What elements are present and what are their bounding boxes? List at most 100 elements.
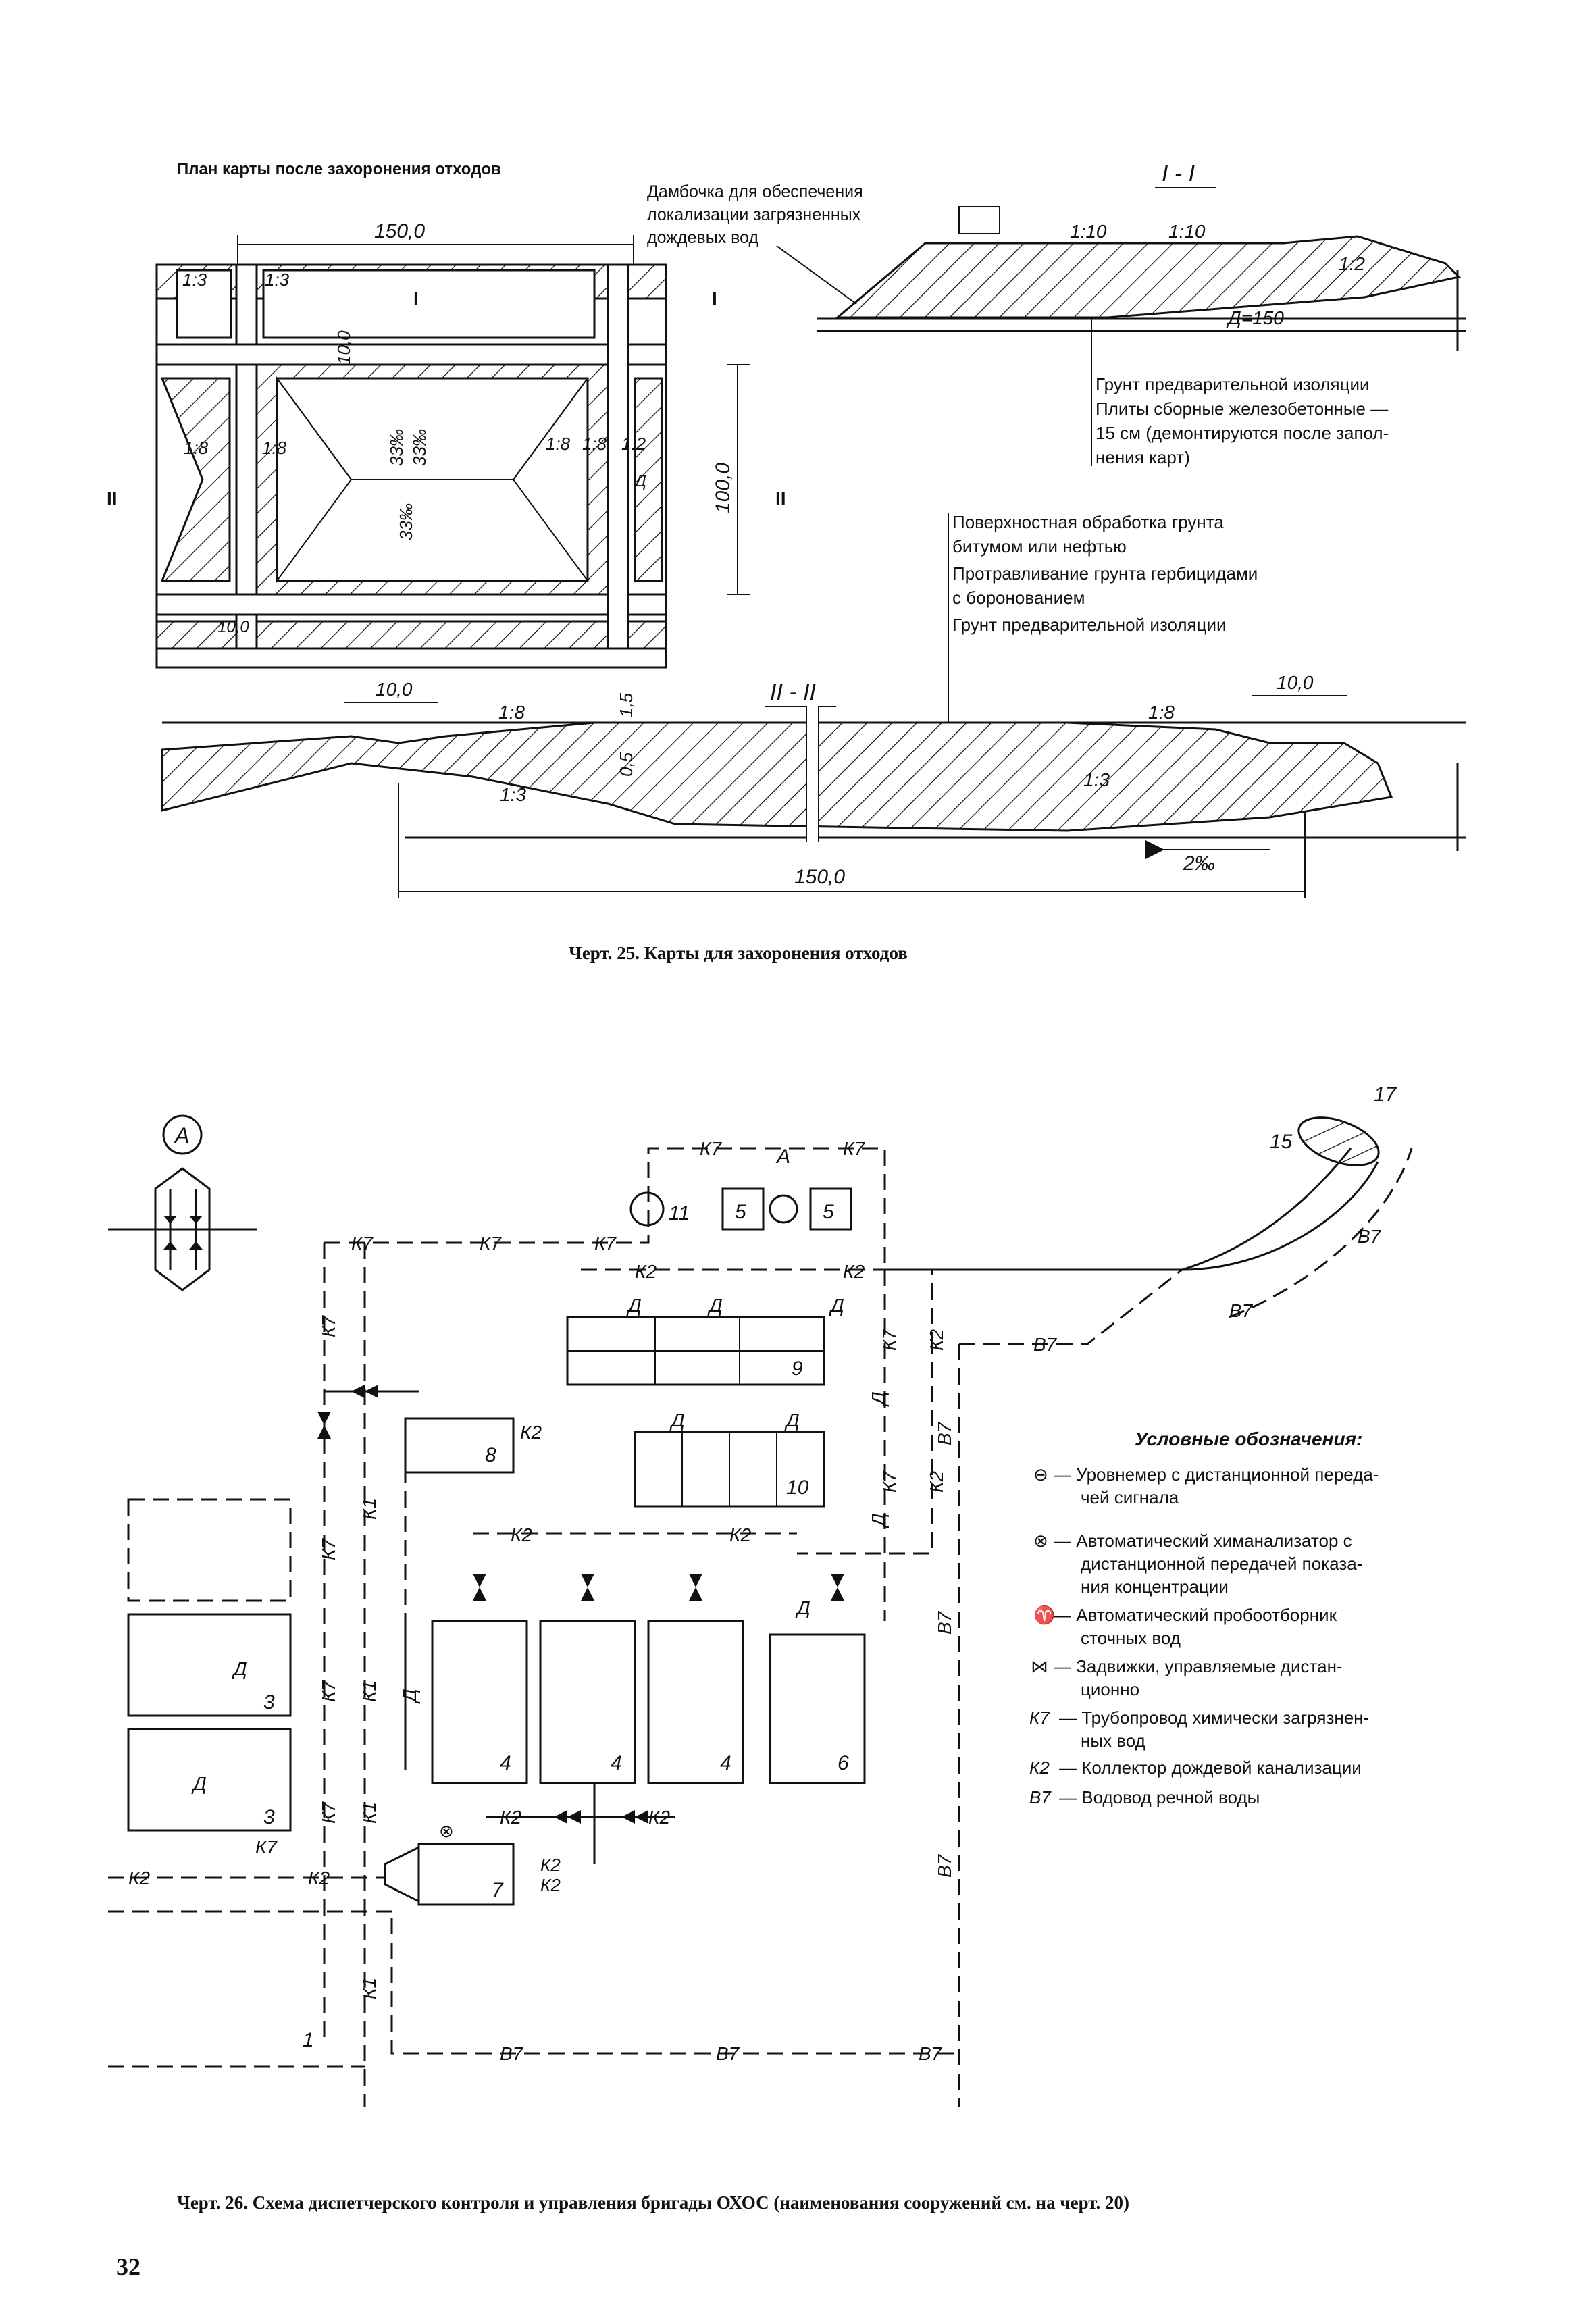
plan-road-bottom <box>155 593 667 616</box>
valve-icon <box>689 1574 702 1601</box>
plan-dim-10-top: 10,0 <box>334 330 354 365</box>
dam-note-leader <box>776 245 857 305</box>
pipe-label-k2: К2 <box>511 1524 533 1545</box>
pipe-k7-top <box>324 1147 886 1270</box>
pipe-label-b7: В7 <box>716 2043 740 2064</box>
structure-6 <box>769 1633 866 1784</box>
section-ii-ii: II - II 10,0 10,0 1:8 1:8 1:3 1:3 1,5 0,… <box>161 672 1466 898</box>
pipe-label-k2: К2 <box>500 1807 522 1828</box>
structure-3-b <box>127 1728 292 1832</box>
pipe-label-k2: К2 <box>729 1524 752 1545</box>
legend-item-1-line-1: — Уровнемер с дистанционной переда- <box>1054 1464 1379 1485</box>
plan-grade-33-a: 33‰ <box>386 429 407 466</box>
iso-note-line-1: Грунт предварительной изоляции <box>1096 374 1370 394</box>
figure-26: А <box>108 1083 1413 2213</box>
valve-icon <box>473 1574 486 1601</box>
compactor-icon <box>958 206 1000 234</box>
pipe-label-k1: К1 <box>359 1498 380 1520</box>
pipe-label-b7: В7 <box>919 2043 943 2064</box>
plan-right-strip <box>634 377 663 582</box>
node-11: 11 <box>669 1202 690 1225</box>
dam-note-line-1: Дамбочка для обеспечения <box>647 182 863 201</box>
chem-analyzer-icon <box>769 1194 798 1224</box>
pipe-label-b7: В7 <box>1358 1226 1382 1247</box>
sec2-dim-150: 150,0 <box>794 866 845 888</box>
node-4-b: 4 <box>611 1752 622 1774</box>
surface-note-line-1: Поверхностная обработка грунта <box>952 512 1224 532</box>
sec2-slope-13-b: 1:3 <box>1083 769 1110 790</box>
pipe-label-k7: К7 <box>879 1470 900 1493</box>
sec2-dim-05: 0,5 <box>616 752 636 777</box>
pipe-label-k7: К7 <box>879 1328 900 1351</box>
surface-notes: Поверхностная обработка грунта битумом и… <box>948 512 1258 723</box>
structure-8 <box>404 1417 515 1474</box>
valve-icon <box>317 1412 331 1439</box>
iso-note-line-4: нения карт) <box>1096 447 1190 467</box>
pipe-label-b7: В7 <box>1033 1334 1058 1355</box>
section-ii-title: II - II <box>770 679 817 705</box>
legend-item-2-line-1: — Автоматический химанализатор с <box>1054 1531 1352 1551</box>
intake-15-icon <box>1297 1116 1380 1166</box>
structure-4-a <box>431 1620 528 1784</box>
pipe-label-b7: В7 <box>934 1421 955 1445</box>
pipe-label-k2: К2 <box>648 1807 671 1828</box>
node-3-a: 3 <box>263 1691 275 1714</box>
surface-note-line-2: битумом или нефтью <box>952 536 1127 557</box>
pipe-label-b7: В7 <box>500 2043 524 2064</box>
legend-symbol-valve-icon: ⋈ <box>1031 1656 1048 1676</box>
pipe-label-d: Д <box>399 1689 420 1704</box>
plan-slope-13-b: 1:3 <box>265 269 290 290</box>
plan-dim-150: 150,0 <box>374 220 425 242</box>
pipe-label-k7: К7 <box>351 1233 374 1254</box>
node-1: 1 <box>303 2029 314 2051</box>
figure-25: План карты после захоронения отходов <box>107 160 1466 963</box>
plan-slope-12: 1:2 <box>621 434 646 454</box>
piping-network <box>108 1147 1413 2107</box>
pipe-label-k2: К2 <box>926 1470 947 1493</box>
pipe-label-k2: К2 <box>540 1855 561 1875</box>
node-4-c: 4 <box>720 1752 731 1774</box>
section-break <box>806 706 819 842</box>
node-6: 6 <box>838 1752 849 1774</box>
pipe-label-d: Д <box>191 1773 207 1794</box>
plan-grade-33-c: 33‰ <box>396 503 416 540</box>
page-number: 32 <box>116 2253 140 2280</box>
legend-item-2-line-2: дистанционной передачей показа- <box>1081 1553 1362 1574</box>
legend-symbol-chem-analyzer-icon: ⊗ <box>1033 1531 1048 1551</box>
node-9: 9 <box>792 1358 803 1380</box>
figure-26-caption: Черт. 26. Схема диспетчерского контроля … <box>177 2192 1129 2213</box>
legend-item-3-line-2: сточных вод <box>1081 1628 1181 1648</box>
pipe-b7-bottom <box>390 1918 959 2055</box>
pipe-label-k7: К7 <box>480 1233 503 1254</box>
sec1-d150: Д=150 <box>1226 307 1284 328</box>
legend-item-5-line-1: — Трубопровод химически загрязнен- <box>1059 1707 1369 1728</box>
pipe-label-k7: К7 <box>318 1537 339 1560</box>
node-5-a: 5 <box>735 1201 746 1223</box>
valve-icon <box>621 1810 648 1824</box>
valve-icon <box>554 1810 581 1824</box>
legend-item-6-line-1: — Коллектор дождевой канализации <box>1059 1757 1362 1778</box>
plan-title: План карты после захоронения отходов <box>177 160 501 178</box>
legend-item-4-line-1: — Задвижки, управляемые дистан- <box>1054 1656 1343 1676</box>
legend-symbol-level-gauge-icon: ⊖ <box>1033 1464 1048 1485</box>
cut-marker-ii-right: II <box>775 488 786 509</box>
surface-note-line-4: с боронованием <box>952 588 1085 608</box>
structure-3-a <box>127 1613 292 1717</box>
pipe-label-k1: К1 <box>359 1978 380 1999</box>
section-i-i: I - I Дамбочка для обеспечения локализац… <box>647 161 1466 467</box>
sec2-dim-10-a: 10,0 <box>376 679 413 700</box>
iso-note-line-3: 15 см (демонтируются после запол- <box>1096 423 1389 443</box>
pipe-label-k7: К7 <box>255 1836 278 1857</box>
pipe-label-k2: К2 <box>520 1422 542 1443</box>
pipe-label-k7: К7 <box>843 1138 866 1159</box>
dam-note-line-2: локализации загрязненных <box>647 205 861 224</box>
detail-a-body <box>154 1167 211 1291</box>
pipe-label-k7: К7 <box>318 1679 339 1702</box>
pipe-label-k2: К2 <box>843 1261 865 1282</box>
sec1-slope-12: 1:2 <box>1339 253 1365 274</box>
legend-item-4-line-2: ционно <box>1081 1679 1139 1699</box>
pipe-label-d: Д <box>784 1410 800 1431</box>
valve-icon <box>351 1385 378 1398</box>
sec2-grade: 2‰ <box>1183 852 1215 875</box>
